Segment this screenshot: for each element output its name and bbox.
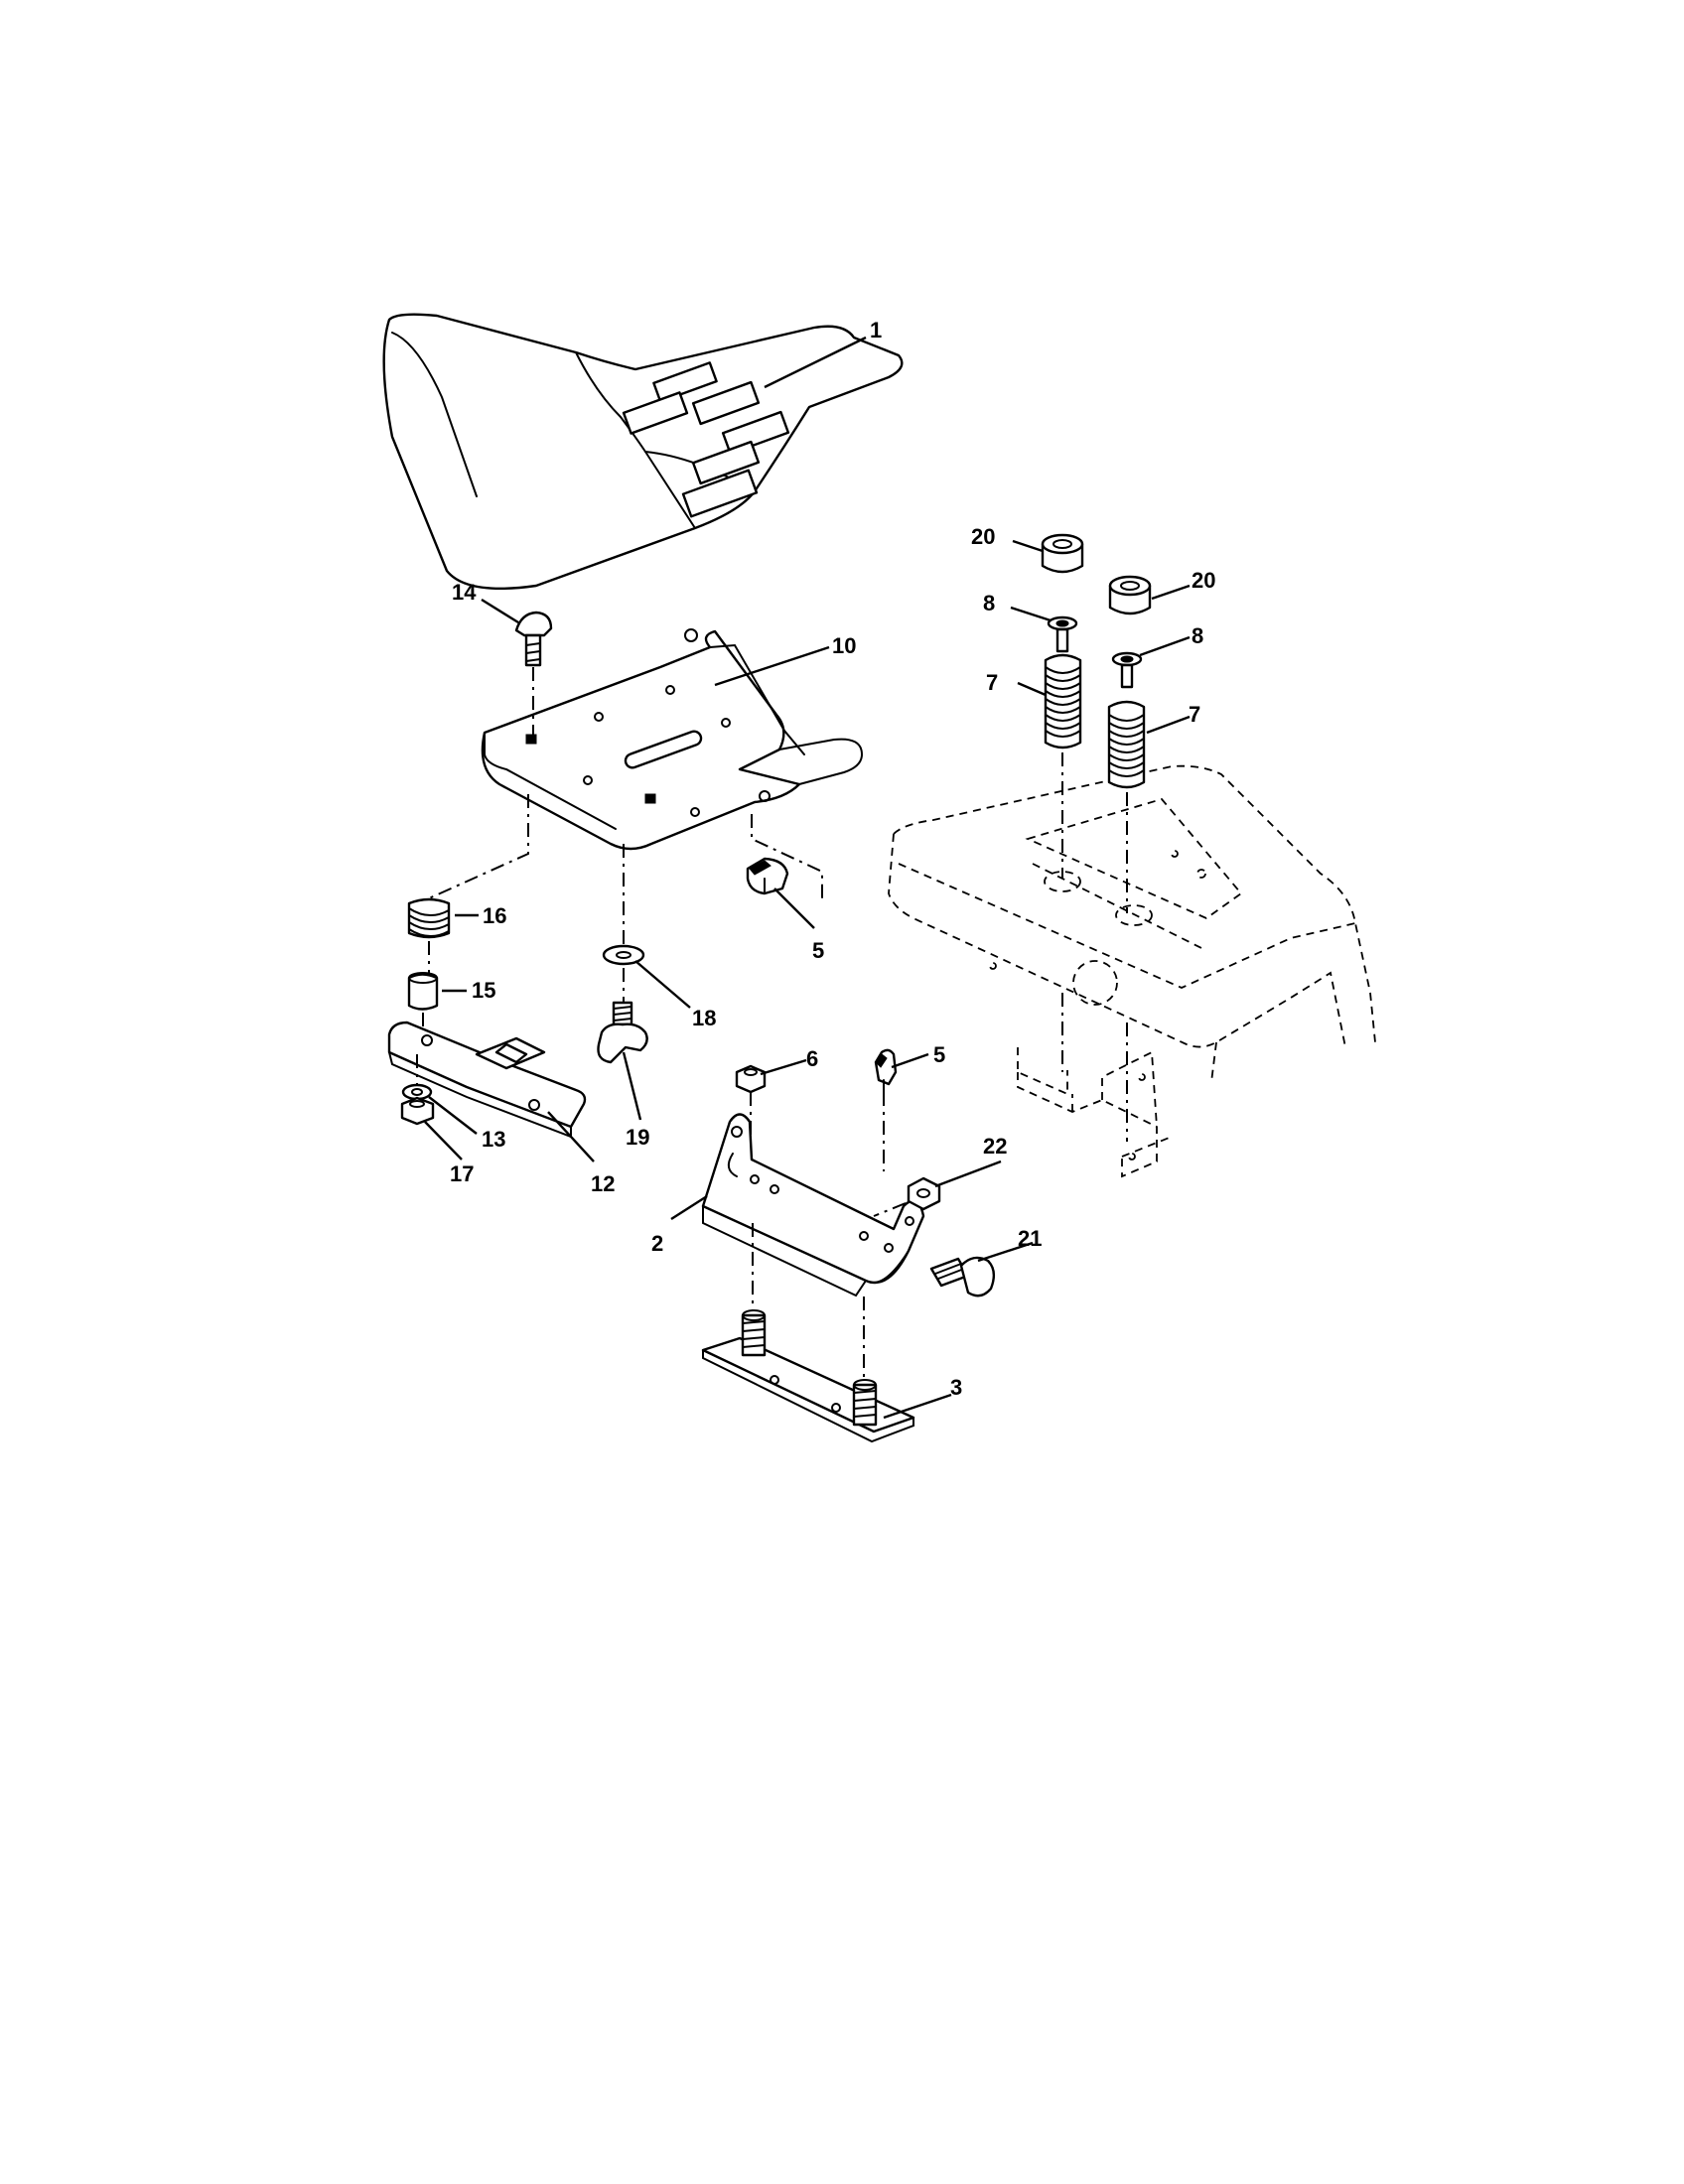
callout-17: 17 (450, 1161, 474, 1186)
nut-part-22 (907, 1176, 941, 1211)
coil-spring-part-7-left (1044, 653, 1082, 750)
callout-1: 1 (870, 318, 882, 342)
adjustment-knob-part-19 (597, 1001, 648, 1064)
coil-spring-part-7-right (1107, 700, 1146, 789)
carriage-bolt-part-14 (514, 611, 553, 667)
callout-20-left: 20 (971, 524, 995, 549)
nut-part-6 (735, 1064, 767, 1094)
washer-part-18 (602, 944, 645, 966)
callout-8-left: 8 (983, 591, 995, 615)
callout-2: 2 (651, 1231, 663, 1256)
callout-12: 12 (591, 1171, 615, 1196)
base-plate-part-3 (701, 1309, 915, 1443)
callout-21: 21 (1018, 1226, 1042, 1251)
fender-frame-phantom (888, 764, 1376, 1178)
callout-7-left: 7 (986, 670, 998, 695)
callout-10: 10 (832, 633, 856, 658)
clip-part-5-upper (746, 857, 789, 895)
callout-15: 15 (472, 978, 495, 1003)
callout-5-upper: 5 (812, 938, 824, 963)
callout-6: 6 (806, 1046, 818, 1071)
callout-3: 3 (950, 1375, 962, 1400)
spring-part-16 (407, 897, 451, 939)
callout-16: 16 (483, 903, 506, 928)
bushing-part-20-left (1041, 533, 1084, 574)
spacer-part-15 (407, 972, 439, 1011)
callout-13: 13 (482, 1127, 505, 1152)
seat-part-1 (382, 313, 904, 591)
shoulder-bolt-part-21 (929, 1256, 996, 1297)
callout-20-right: 20 (1192, 568, 1215, 593)
callout-22: 22 (983, 1134, 1007, 1159)
callout-14: 14 (452, 580, 477, 605)
seat-pan-part-10 (481, 628, 864, 851)
slide-bracket-part-12 (387, 1021, 587, 1139)
screw-part-8-left (1047, 615, 1078, 653)
callout-19: 19 (626, 1125, 649, 1150)
bushing-part-20-right (1108, 575, 1152, 615)
callout-7-right: 7 (1189, 702, 1200, 727)
callout-8-right: 8 (1192, 623, 1203, 648)
callout-18: 18 (692, 1006, 716, 1030)
screw-part-8-right (1111, 651, 1143, 689)
callout-5-lower: 5 (933, 1042, 945, 1067)
seat-bracket-part-2 (701, 1113, 925, 1297)
nut-part-17 (400, 1096, 435, 1126)
clip-part-5-lower (874, 1048, 898, 1093)
